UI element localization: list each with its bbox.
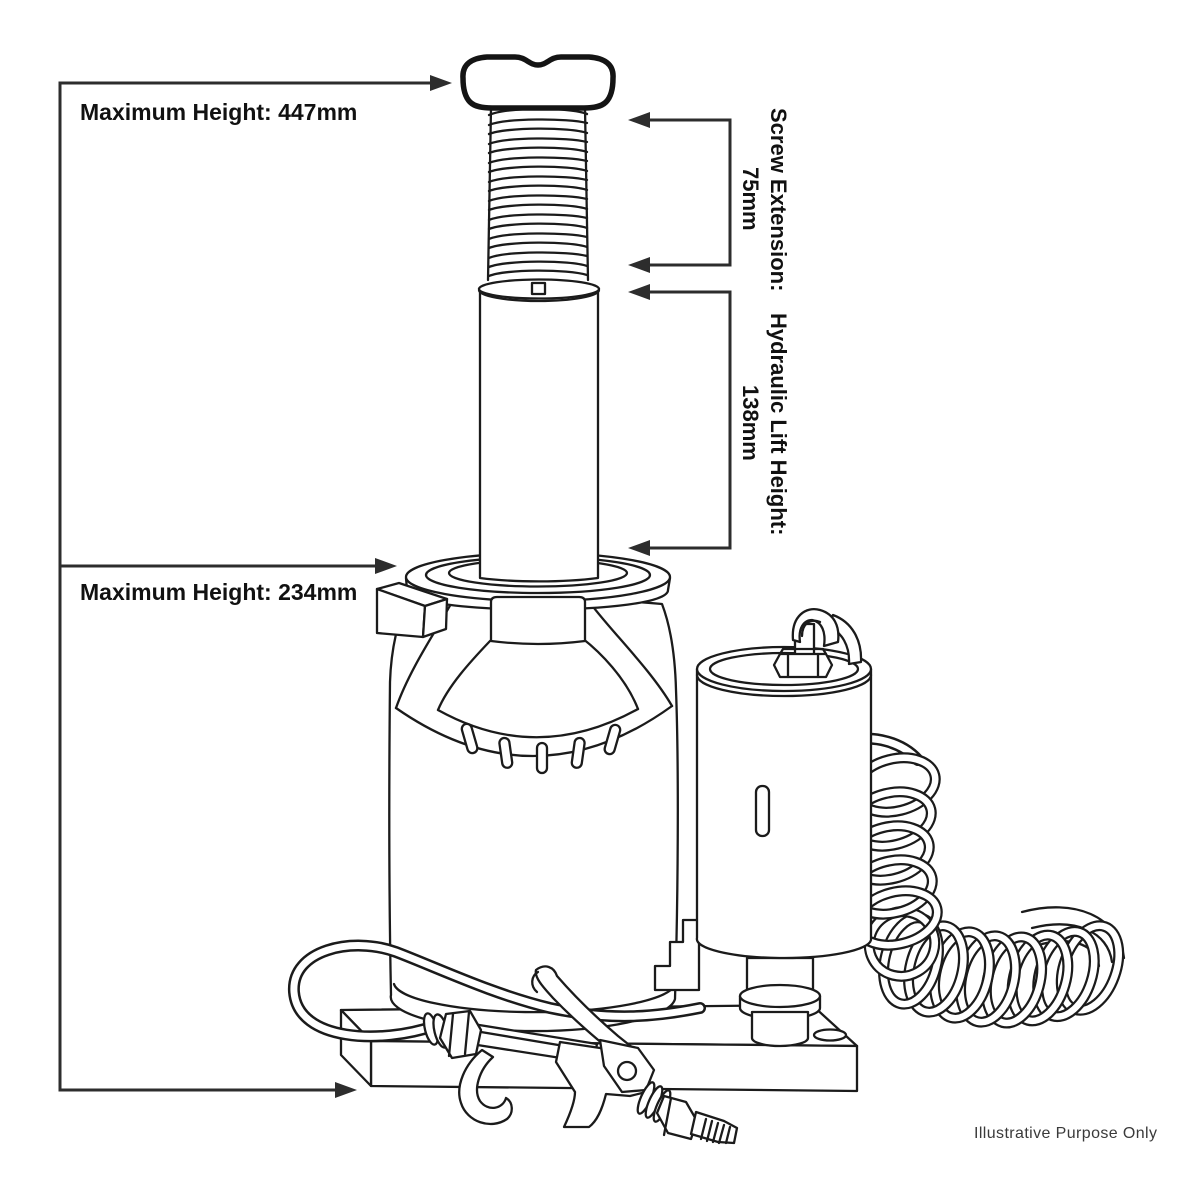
motor-foot (738, 956, 822, 1048)
handle-socket (375, 581, 449, 639)
extension-screw (486, 106, 590, 282)
label-max-height-extended: Maximum Height: 447mm (80, 99, 358, 125)
label-screw-extension: Screw Extension: (766, 108, 791, 292)
air-motor (695, 608, 873, 960)
air-hose (287, 939, 706, 1043)
coiled-air-hose (843, 732, 1126, 1029)
dimension-lines-left (58, 75, 452, 1098)
blow-gun (422, 965, 739, 1145)
footnote: Illustrative Purpose Only (974, 1125, 1158, 1142)
frame-teeth (460, 722, 622, 775)
jack-body (388, 597, 679, 1033)
blow-gun-hook (458, 1048, 513, 1126)
trigger-pivot (616, 1060, 638, 1082)
dimension-bracket-hydraulic-lift (628, 284, 732, 556)
jack-saddle (460, 54, 616, 111)
base-hole (812, 1028, 848, 1042)
label-hydraulic-lift-height: Hydraulic Lift Height: (766, 313, 791, 536)
motor-slot (754, 784, 771, 838)
jack-frame (394, 598, 674, 775)
hydraulic-ram (477, 278, 601, 583)
neck-plate (489, 595, 587, 646)
motor-elbow-fitting (772, 608, 863, 679)
motor-bracket (653, 918, 701, 992)
dimension-bracket-screw-extension (628, 112, 732, 273)
value-hydraulic-lift-height: 138mm (738, 385, 763, 461)
value-screw-extension: 75mm (738, 167, 763, 231)
label-max-height-collapsed: Maximum Height: 234mm (80, 579, 358, 605)
blow-gun-nozzle (636, 1081, 739, 1145)
